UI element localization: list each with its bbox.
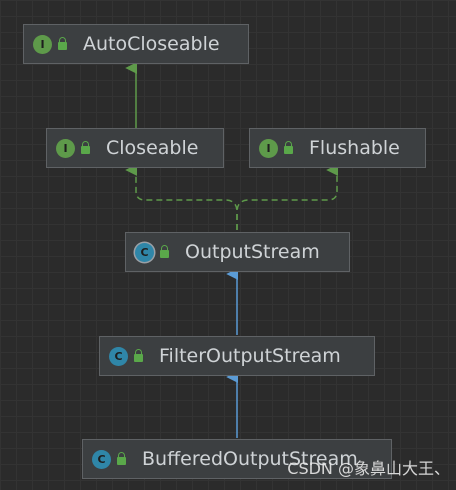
edge-outputstream-flushable	[236, 164, 339, 230]
abstract-class-icon: C	[135, 242, 154, 262]
edge-outputstream-closeable	[125, 164, 238, 230]
watermark: CSDN @象鼻山大王、	[287, 459, 450, 478]
public-lock-icon	[160, 244, 169, 258]
interface-icon: I	[33, 34, 52, 54]
public-lock-icon	[81, 140, 90, 154]
interface-icon: I	[259, 138, 278, 158]
node-autocloseable[interactable]: I AutoCloseable	[23, 24, 249, 64]
node-label: FilterOutputStream	[159, 345, 341, 367]
public-lock-icon	[134, 348, 143, 362]
public-lock-icon	[284, 140, 293, 154]
public-lock-icon	[117, 451, 126, 465]
node-bufferedoutputstream[interactable]: C BufferedOutputStream	[82, 439, 392, 479]
node-label: AutoCloseable	[83, 33, 220, 55]
node-closeable[interactable]: I Closeable	[46, 128, 224, 168]
public-lock-icon	[58, 36, 67, 50]
node-label: OutputStream	[185, 241, 320, 263]
node-flushable[interactable]: I Flushable	[249, 128, 426, 168]
node-label: Flushable	[309, 137, 400, 159]
class-icon: C	[92, 449, 111, 469]
node-label: Closeable	[106, 137, 199, 159]
node-filteroutputstream[interactable]: C FilterOutputStream	[99, 336, 375, 376]
node-label: BufferedOutputStream	[142, 448, 358, 470]
interface-icon: I	[56, 138, 75, 158]
node-outputstream[interactable]: C OutputStream	[125, 232, 350, 272]
class-icon: C	[109, 346, 128, 366]
